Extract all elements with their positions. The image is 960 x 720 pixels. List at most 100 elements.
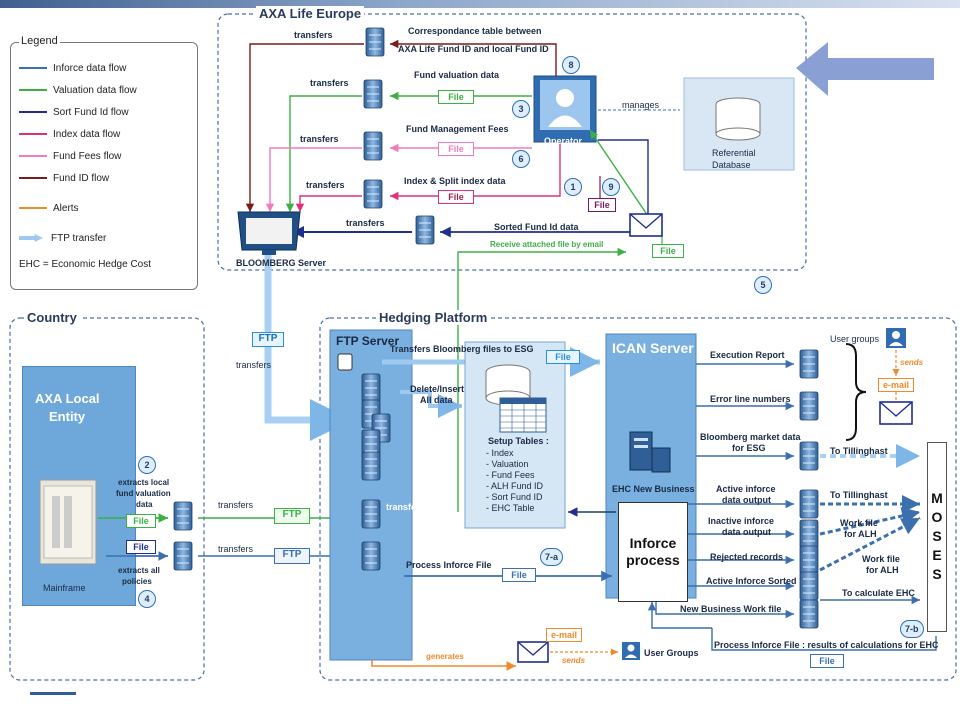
legend-item-inforce: Inforce data flow: [19, 61, 126, 75]
server-icon: [361, 499, 381, 529]
setup-tables-title: Setup Tables :: [488, 436, 549, 446]
legend-item-sort-fund-id: Sort Fund Id flow: [19, 105, 129, 119]
server-icon: [365, 27, 385, 57]
new-business-work-file-label: New Business Work file: [680, 604, 782, 614]
work-file-label-2: for ALH: [866, 565, 899, 575]
legend-title: Legend: [19, 35, 60, 47]
setup-table-item: - Sort Fund ID: [486, 492, 543, 502]
legend-label: Sort Fund Id flow: [53, 106, 129, 118]
bloomberg-market-label-2: for ESG: [732, 443, 766, 453]
lock-icon: [337, 353, 353, 371]
ehc-new-business-label: EHC New Business: [612, 484, 695, 494]
process-inforce-label: Process Inforce File: [406, 560, 492, 570]
file-box: File: [438, 90, 474, 104]
file-box: File: [438, 190, 474, 204]
transfers-label: transfers: [236, 360, 272, 370]
user-groups-icon: [622, 642, 640, 660]
file-box: File: [502, 568, 536, 582]
to-calculate-ehc-label: To calculate EHC: [842, 588, 915, 598]
fund-mgmt-fees-label: Fund Management Fees: [406, 124, 509, 134]
email-envelope-icon: [629, 213, 663, 237]
bloomberg-server-label: BLOOMBERG Server: [236, 258, 327, 268]
mainframe-label: Mainframe: [43, 583, 86, 593]
bloomberg-server-icon: [237, 211, 301, 255]
flow-swatch: [19, 177, 47, 179]
legend: Legend Inforce data flow Valuation data …: [10, 35, 198, 290]
file-box: File: [126, 514, 156, 528]
transfers-label: transfers: [386, 502, 425, 512]
legend-item-alerts: Alerts: [19, 201, 79, 215]
ftp-server-title: FTP Server: [336, 334, 400, 348]
server-icon: [799, 441, 819, 471]
flow-swatch: [19, 111, 47, 113]
setup-table-item: - Index: [486, 448, 514, 458]
server-icon: [799, 391, 819, 421]
step-number-4: 4: [138, 590, 156, 608]
active-inforce-label-1: Active inforce: [716, 484, 776, 494]
legend-item-ftp: FTP transfer: [19, 231, 106, 245]
ftp-transfer-arrow: [264, 250, 352, 441]
extracts-all-label-2: policies: [122, 577, 152, 586]
legend-label: Index data flow: [53, 128, 121, 140]
file-box: File: [588, 198, 616, 212]
to-tillinghast-label: To Tillinghast: [830, 490, 888, 500]
step-number-7b: 7-b: [900, 620, 924, 638]
transfers-label: transfers: [218, 500, 254, 510]
file-box: File: [810, 654, 844, 668]
server-icon: [363, 79, 383, 109]
correspondance-label-2: AXA Life Fund ID and local Fund ID: [398, 44, 549, 54]
referential-database-icon: [683, 77, 795, 171]
setup-table-item: - ALH Fund ID: [486, 481, 544, 491]
transfers-label: transfers: [300, 134, 339, 144]
error-line-numbers-label: Error line numbers: [710, 394, 791, 404]
moses-box: M O S E S: [927, 442, 947, 632]
sorted-fund-id-label: Sorted Fund Id data: [494, 222, 579, 232]
rejected-records-label: Rejected records: [710, 552, 784, 562]
server-icon: [361, 451, 381, 481]
extracts-all-label-1: extracts all: [118, 566, 160, 575]
operator-label: Operator: [544, 136, 583, 146]
legend-label: FTP transfer: [51, 232, 107, 244]
active-inforce-sorted-label: Active Inforce Sorted: [706, 576, 797, 586]
legend-label: Alerts: [53, 202, 79, 214]
country-title: Country: [24, 310, 80, 325]
legend-label: Valuation data flow: [53, 84, 137, 96]
operator-icon: [533, 75, 597, 143]
ftp-swatch: [19, 234, 43, 242]
flow-swatch: [19, 207, 47, 209]
table-grid-icon: [499, 397, 547, 433]
ftp-badge: FTP: [274, 548, 310, 564]
step-number-9: 9: [602, 178, 620, 196]
correspondance-label-1: Correspondance table between: [408, 26, 542, 36]
sends-label: sends: [562, 656, 586, 665]
referential-label-1: Referential: [712, 148, 756, 158]
work-file-label-2: for ALH: [844, 529, 877, 539]
transfers-label: transfers: [294, 30, 333, 40]
to-tillinghast-label: To Tillinghast: [830, 446, 888, 456]
transfers-bloomberg-label: Transfers Bloomberg files to ESG: [390, 344, 534, 354]
server-icon: [799, 571, 819, 601]
transfers-label: transfers: [346, 218, 385, 228]
user-groups-icon: [886, 328, 906, 348]
axa-life-europe-title: AXA Life Europe: [256, 6, 365, 21]
sends-label: sends: [900, 358, 924, 367]
referential-label-2: Database: [712, 160, 751, 170]
inforce-label-1: Inforce: [629, 535, 677, 551]
inforce-label-2: process: [626, 552, 680, 568]
hedging-platform-title: Hedging Platform: [376, 310, 491, 325]
server-icon: [363, 179, 383, 209]
step-number-7a: 7-a: [540, 548, 564, 566]
step-number-8: 8: [562, 56, 580, 74]
generates-label: generates: [426, 652, 464, 661]
server-icon: [799, 349, 819, 379]
execution-report-label: Execution Report: [710, 350, 785, 360]
extracts-local-label-2: fund valuation: [116, 489, 171, 498]
user-groups-label: User groups: [830, 334, 880, 344]
step-number-1: 1: [564, 178, 582, 196]
legend-label: Fund Fees flow: [53, 150, 122, 162]
server-icon: [361, 373, 381, 403]
hedging-platform-boundary: [319, 317, 957, 681]
flow-swatch: [19, 133, 47, 135]
ican-server-title: ICAN Server: [612, 340, 694, 356]
